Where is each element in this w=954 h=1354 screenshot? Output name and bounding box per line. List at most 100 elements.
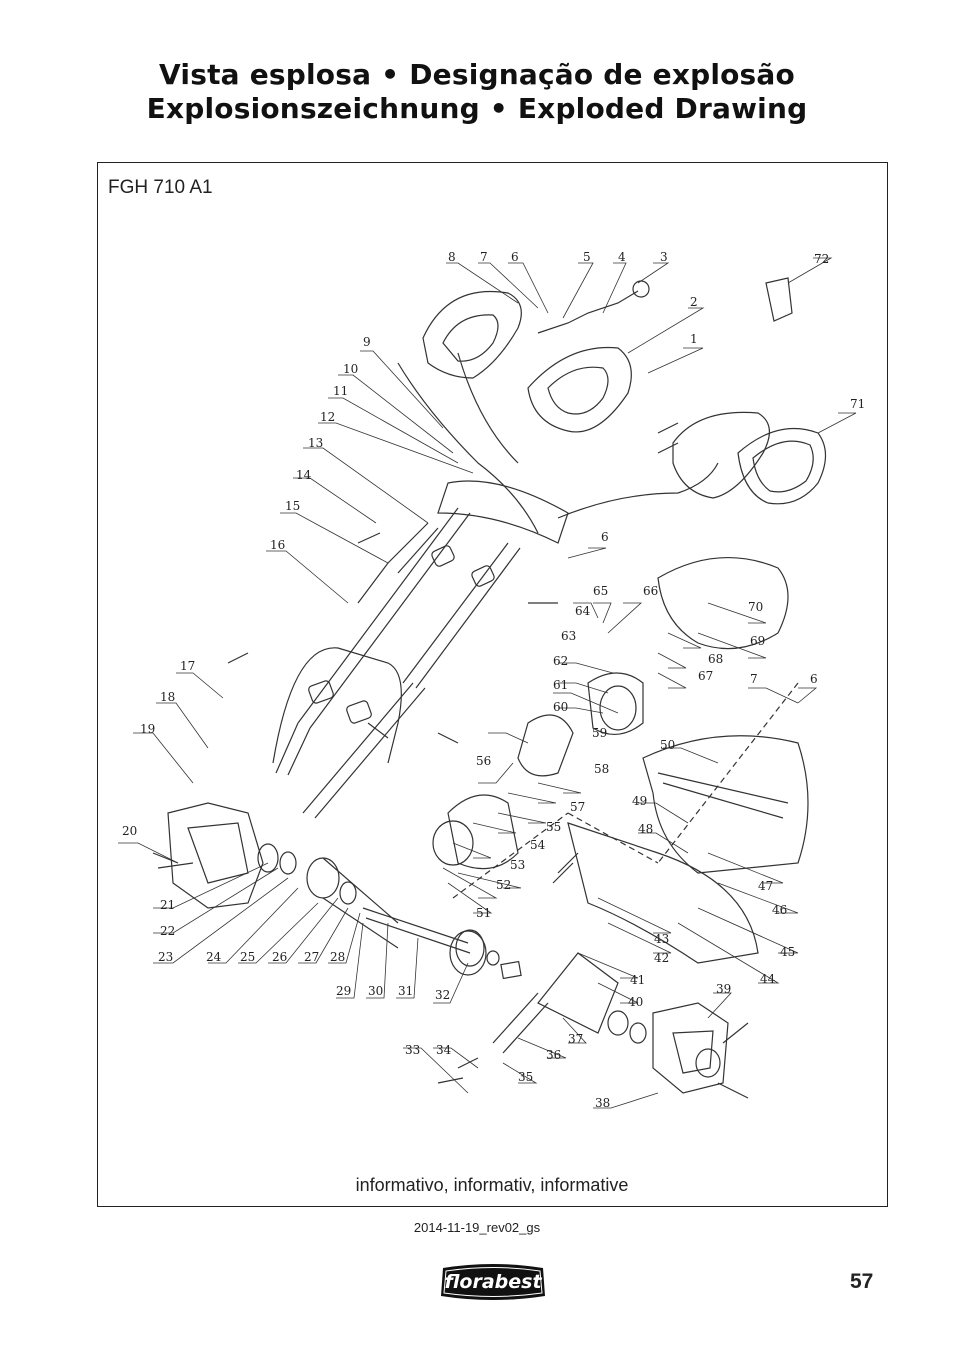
part-label-49: 49	[632, 794, 647, 808]
part-label-7b: 7	[750, 672, 758, 686]
cover-plate-shape	[527, 346, 632, 433]
part-label-46: 46	[772, 903, 787, 917]
model-label: FGH 710 A1	[108, 177, 213, 198]
motor-housing-shape	[642, 735, 809, 874]
part-label-26: 26	[272, 950, 287, 964]
part-label-8: 8	[448, 250, 456, 264]
drawing-frame: FGH 710 A1	[97, 162, 888, 1207]
part-label-57: 57	[570, 800, 585, 814]
part-label-68: 68	[708, 652, 723, 666]
part-label-2: 2	[690, 295, 698, 309]
part-label-61: 61	[553, 678, 568, 692]
part-label-48: 48	[638, 822, 653, 836]
lower-tube-shape	[302, 682, 426, 819]
part-label-69: 69	[750, 634, 765, 648]
part-label-36: 36	[546, 1048, 561, 1062]
revision-label: 2014-11-19_rev02_gs	[413, 1220, 541, 1235]
part-label-6: 6	[511, 250, 519, 264]
part-label-71: 71	[850, 397, 865, 411]
part-label-3: 3	[660, 250, 668, 264]
guard-shape	[567, 822, 759, 964]
part-label-13: 13	[308, 436, 323, 450]
part-label-23: 23	[158, 950, 173, 964]
right-tine-shape	[652, 1002, 729, 1094]
part-label-55: 55	[546, 820, 561, 834]
part-label-1: 1	[690, 332, 698, 346]
part-label-44: 44	[760, 972, 776, 986]
part-label-59: 59	[592, 726, 607, 740]
part-label-65: 65	[593, 584, 608, 598]
part-label-17: 17	[180, 659, 195, 673]
part-label-6c: 6	[810, 672, 818, 686]
part-label-66: 66	[643, 584, 658, 598]
drive-shaft-shape	[362, 907, 471, 954]
part-label-45: 45	[780, 945, 795, 959]
part-label-72: 72	[814, 252, 829, 266]
brand-logo-badge-icon	[441, 1264, 545, 1300]
part-label-64: 64	[575, 604, 591, 618]
handle-bar-shape	[397, 352, 539, 534]
grip-right-shape	[672, 411, 770, 499]
part-label-40: 40	[628, 995, 643, 1009]
part-label-19: 19	[140, 722, 155, 736]
part-label-35: 35	[518, 1070, 533, 1084]
part-label-27: 27	[304, 950, 319, 964]
page-title: Vista esplosa • Designação de explosão E…	[0, 58, 954, 126]
part-label-60: 60	[553, 700, 568, 714]
part-label-9: 9	[363, 335, 371, 349]
part-label-21: 21	[160, 898, 175, 912]
motor-cover-shape	[657, 556, 789, 650]
part-label-42: 42	[654, 951, 669, 965]
title-line-2: Explosionszeichnung • Exploded Drawing	[146, 92, 808, 125]
part-label-58: 58	[594, 762, 609, 776]
part-label-67: 67	[698, 669, 713, 683]
motor-shape	[447, 794, 519, 870]
upper-tube-shape	[297, 507, 471, 729]
part-label-5: 5	[583, 250, 591, 264]
part-label-6b: 6	[601, 530, 609, 544]
part-label-11: 11	[333, 384, 348, 398]
gearbox-shape	[537, 952, 619, 1034]
part-label-39: 39	[716, 982, 731, 996]
brand-logo: florabest	[437, 1262, 549, 1302]
informative-caption: informativo, informativ, informative	[355, 1175, 629, 1195]
part-label-20: 20	[122, 824, 137, 838]
part-label-47: 47	[758, 879, 773, 893]
part-label-63: 63	[561, 629, 576, 643]
part-label-16: 16	[270, 538, 285, 552]
part-label-38: 38	[595, 1096, 610, 1110]
part-label-62: 62	[553, 654, 568, 668]
exploded-drawing: 8 7 6 5 4 3 2 1 72 71 9 10 11 12 13 14 1…	[118, 250, 865, 1110]
page-number: 57	[850, 1270, 874, 1293]
left-tine-shape	[167, 802, 264, 909]
part-label-25: 25	[240, 950, 255, 964]
handle-grip-shape	[422, 290, 522, 379]
part-label-10: 10	[343, 362, 358, 376]
part-label-31: 31	[398, 984, 413, 998]
part-label-70: 70	[748, 600, 763, 614]
part-label-30: 30	[368, 984, 383, 998]
part-label-33: 33	[405, 1043, 420, 1057]
part-label-24: 24	[206, 950, 222, 964]
part-label-29: 29	[336, 984, 351, 998]
brand-name: florabest	[444, 1271, 542, 1293]
part-label-22: 22	[160, 924, 175, 938]
part-label-15: 15	[285, 499, 300, 513]
part-label-43: 43	[654, 932, 669, 946]
part-label-14: 14	[296, 468, 312, 482]
part-label-4: 4	[618, 250, 626, 264]
part-label-52: 52	[496, 878, 511, 892]
part-label-51: 51	[476, 906, 491, 920]
part-label-53: 53	[510, 858, 525, 872]
part-label-18: 18	[160, 690, 175, 704]
part-label-12: 12	[320, 410, 335, 424]
part-label-28: 28	[330, 950, 345, 964]
part-label-56: 56	[476, 754, 491, 768]
part-label-7: 7	[480, 250, 488, 264]
part-label-32: 32	[435, 988, 450, 1002]
title-line-1: Vista esplosa • Designação de explosão	[159, 58, 795, 91]
part-label-41: 41	[630, 973, 645, 987]
part-label-34: 34	[436, 1043, 452, 1057]
part-label-50: 50	[660, 738, 675, 752]
part-label-37: 37	[568, 1032, 583, 1046]
